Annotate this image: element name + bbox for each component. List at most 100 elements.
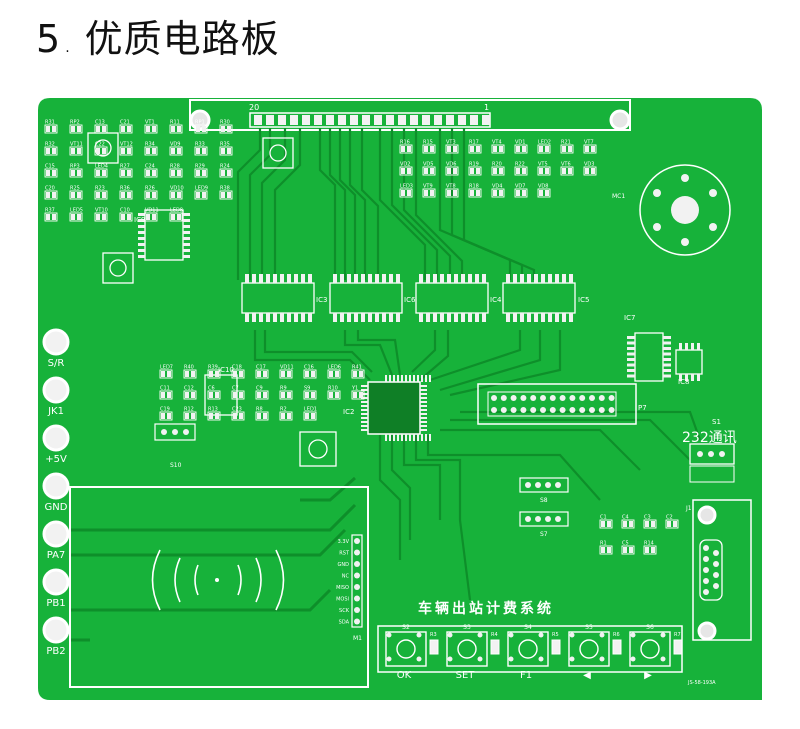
ic9-label: IC9 [134, 216, 145, 224]
side-connector-label: S/R [48, 358, 65, 369]
header-pin [314, 115, 322, 125]
component-ref: C22 [95, 142, 105, 148]
side-connector-pad [42, 472, 70, 500]
component-ref: R13 [208, 407, 218, 413]
component-ref: C24 [145, 164, 155, 170]
ic-pin [562, 313, 566, 322]
header-pin [338, 115, 346, 125]
ic-pin [562, 274, 566, 283]
component-ref: VD11 [280, 365, 294, 371]
ic-pin [461, 313, 465, 322]
ic-pin [468, 313, 472, 322]
title-text: 优质电路板 [84, 17, 280, 61]
component-ref: C16 [304, 365, 314, 371]
ic-pin [308, 274, 312, 283]
component-ref: VT11 [70, 142, 83, 148]
resistor-ref: R4 [491, 632, 498, 638]
header-pin [350, 115, 358, 125]
ic-pin [541, 313, 545, 322]
page-title: 5.优质电路板 [36, 17, 280, 61]
component-ref: LED2 [538, 140, 551, 146]
top-pin-header [189, 99, 631, 131]
component-ref: R12 [184, 407, 194, 413]
ic-pin [333, 313, 337, 322]
m1-pin-label: SCK [339, 608, 350, 614]
ic-pin [520, 313, 524, 322]
ic-pin [361, 313, 365, 322]
ic-pin [273, 313, 277, 322]
header-pin [254, 115, 262, 125]
component-ref: VD2 [400, 162, 410, 168]
button-label: F1 [520, 670, 532, 681]
component-ref: RP2 [70, 120, 80, 126]
component-ref: LED3 [400, 184, 413, 190]
ic-pin [447, 274, 451, 283]
ic-pin [454, 274, 458, 283]
component-ref: LED5 [70, 208, 83, 214]
ic-pin [527, 274, 531, 283]
header-pin [326, 115, 334, 125]
component-ref: R39 [208, 365, 218, 371]
ic-pin [280, 313, 284, 322]
component-ref: R14 [644, 541, 654, 547]
ic5-label: IC5 [578, 296, 589, 304]
component-ref: VT6 [561, 162, 571, 168]
j1-db9 [692, 499, 752, 641]
ic-pin [266, 313, 270, 322]
project-name: 车辆出站计费系统 [418, 600, 554, 617]
ic-pin [548, 274, 552, 283]
ic-pin [368, 313, 372, 322]
button-label: SET [456, 670, 476, 681]
m1-pin-label: RST [339, 551, 350, 557]
component-ref: C18 [232, 365, 242, 371]
component-ref: R32 [45, 142, 55, 148]
ic-pin [280, 274, 284, 283]
m1-header [351, 534, 363, 628]
ic-pin [382, 313, 386, 322]
component-ref: S9 [304, 386, 310, 392]
side-connector-label: PA7 [47, 550, 66, 561]
resistor-ref: R7 [674, 632, 681, 638]
component-ref: R17 [469, 140, 479, 146]
component-ref: RP1 [195, 120, 205, 126]
component-ref: C7 [232, 386, 239, 392]
wireless-icon [151, 549, 285, 611]
side-connector-pad [42, 424, 70, 452]
component-ref: VD6 [446, 162, 456, 168]
push-button-outline [629, 631, 671, 667]
resistor-ref: R6 [613, 632, 620, 638]
trace-bundle-left [70, 476, 357, 642]
component-ref: R9 [280, 386, 287, 392]
s1-switch [689, 443, 735, 483]
button-ref: S4 [524, 624, 532, 631]
component-ref: R38 [220, 186, 230, 192]
side-connector-pad [42, 568, 70, 596]
component-ref: LED9 [195, 186, 208, 192]
s10-header [154, 423, 196, 441]
ic2-label: IC2 [343, 408, 354, 416]
header-pin [362, 115, 370, 125]
button-label: ◀ [583, 670, 591, 681]
sop-ic-outline [415, 282, 489, 314]
m1-pin-label: MOSI [336, 597, 349, 603]
ic-pin [513, 313, 517, 322]
component-ref: VT8 [446, 184, 456, 190]
ic-pin [548, 313, 552, 322]
ic-pin [482, 313, 486, 322]
component-ref: R8 [256, 407, 263, 413]
ic-pin [252, 274, 256, 283]
component-ref: R24 [220, 164, 230, 170]
ic-pin [340, 313, 344, 322]
component-ref: R36 [120, 186, 130, 192]
ic-pin [294, 274, 298, 283]
sop-ic-row [241, 274, 576, 322]
header-pin [458, 115, 466, 125]
ic-pin [333, 274, 337, 283]
component-ref: R21 [561, 140, 571, 146]
header-pin [422, 115, 430, 125]
ic-pin [534, 274, 538, 283]
component-ref: Y1 [351, 386, 358, 392]
component-ref: LED6 [328, 365, 341, 371]
button-ref: S6 [646, 624, 654, 631]
ic-pin [266, 274, 270, 283]
